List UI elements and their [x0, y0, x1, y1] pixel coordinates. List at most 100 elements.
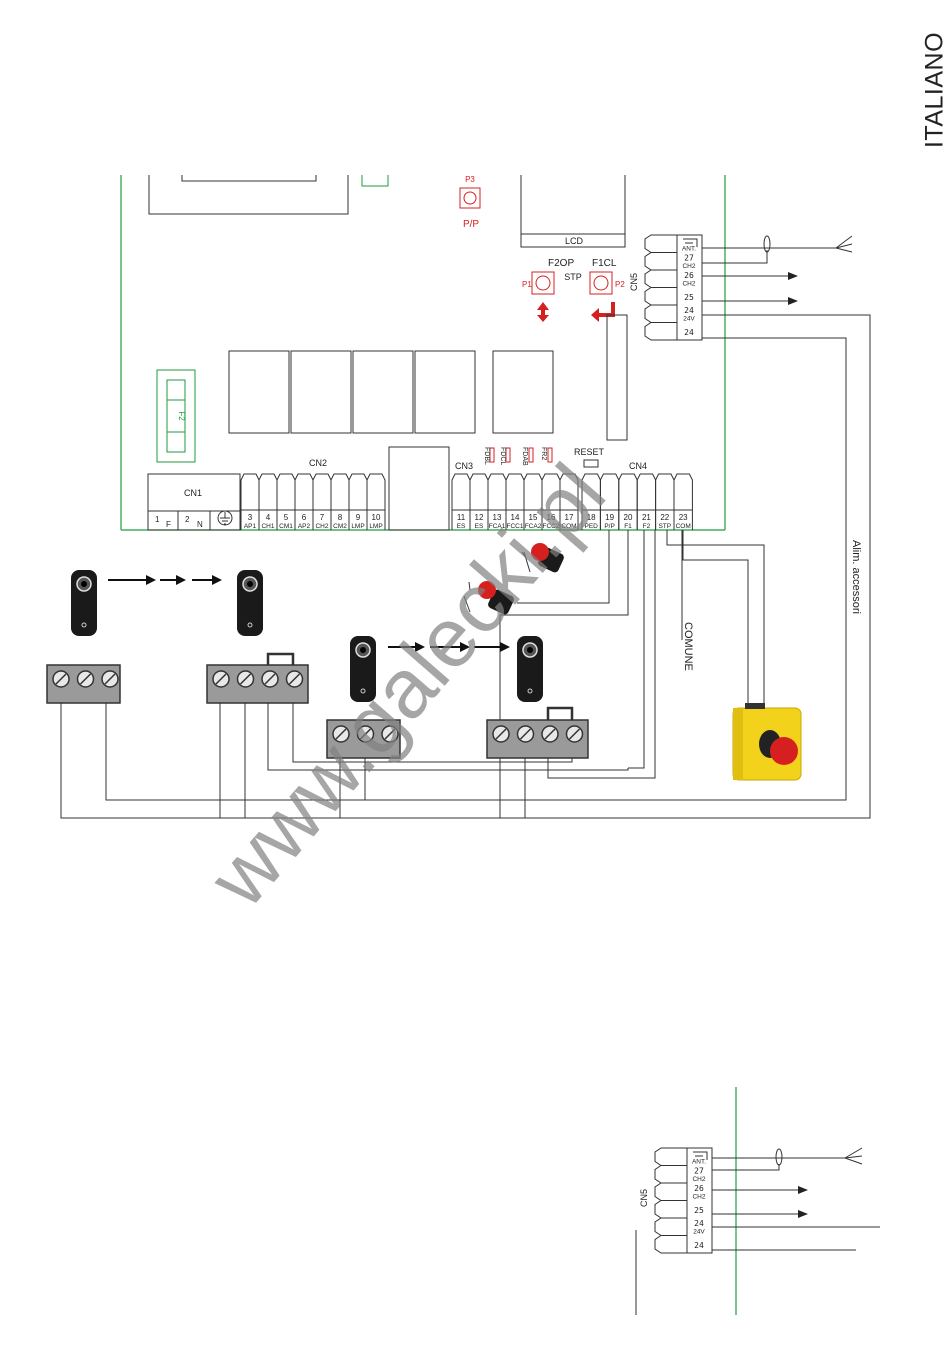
emergency-stop-box[interactable]: [732, 703, 802, 781]
cn4-name: CN4: [629, 461, 647, 471]
p3-button[interactable]: P3 P/P: [459, 175, 481, 230]
cn2-terminal-number: 8: [338, 513, 343, 522]
terminal-block: [486, 719, 589, 759]
photocell-group: [71, 570, 543, 702]
p1-button[interactable]: P1: [522, 271, 555, 322]
cn5-terminal-number: 24: [694, 1219, 704, 1228]
cn5-terminal[interactable]: ANT.: [644, 234, 696, 253]
terminal-block: [206, 664, 309, 704]
cn5-detail-board: [635, 272, 880, 1315]
cn3-terminal-number: 16: [547, 513, 556, 522]
relay-block: [228, 350, 554, 434]
cn5-terminal-number: 24: [694, 1241, 704, 1250]
cn3-terminal-label: ES: [475, 523, 484, 530]
cn5-terminal-number: 27: [684, 253, 694, 262]
cn5-terminal[interactable]: 25: [654, 1200, 704, 1219]
cn5-terminal[interactable]: 25: [644, 287, 694, 306]
cn5-detail-name: CN5: [639, 1189, 649, 1207]
f1cl-label: F1CL: [592, 258, 617, 269]
wiring-lines: [60, 235, 871, 819]
cn2-name: CN2: [309, 458, 327, 468]
cn2-terminal-number: 10: [372, 513, 381, 522]
cn2-terminal-label: AP2: [298, 523, 311, 530]
cn5-terminal[interactable]: 24: [654, 1235, 704, 1254]
cn5-terminal-label: CH2: [692, 1176, 705, 1183]
enter-arrow-icon: [591, 302, 615, 322]
cn2-terminal-number: 4: [266, 513, 271, 522]
cn4-terminal-label: F2: [643, 523, 651, 530]
reset-jumper[interactable]: RESET: [574, 447, 605, 468]
screw-icon: [381, 725, 399, 743]
photocell: [350, 636, 376, 702]
cn5-terminal-number: 26: [694, 1184, 704, 1193]
stp-label: STP: [564, 272, 582, 282]
beam-arrows: [108, 575, 510, 652]
cn4-terminal-label: PED: [585, 523, 599, 530]
fdbl-label: FDBL: [483, 447, 490, 465]
cn2-terminal-number: 7: [320, 513, 325, 522]
cn2-terminal-number: 6: [302, 513, 307, 522]
cn2-terminal-number: 9: [356, 513, 361, 522]
cn2-terminal-label: CM2: [333, 523, 347, 530]
screw-icon: [52, 670, 70, 688]
pushbutton-pedestrian[interactable]: [521, 543, 565, 574]
ground-icon: [217, 510, 233, 526]
cn4-terminal-label: P/P: [604, 523, 614, 530]
cn4-terminal-label: COM: [676, 523, 691, 530]
p2-label: P2: [615, 280, 625, 289]
cn5-terminal-number: 27: [694, 1166, 704, 1175]
cn1-terminal-num: 2: [185, 515, 190, 524]
fuse: F2: [156, 369, 196, 463]
cn3-terminal-label: FCC1: [507, 523, 524, 530]
terminal-block: [46, 664, 121, 704]
cn5-terminal-label: CH2: [682, 281, 695, 288]
screw-icon: [285, 670, 304, 688]
cn5-terminal[interactable]: 24: [644, 322, 694, 341]
cn3-terminal-number: 15: [529, 513, 538, 522]
cn2-terminal-number: 3: [248, 513, 253, 522]
p2-button[interactable]: P2: [589, 271, 625, 322]
terminal-block: [326, 719, 401, 759]
screw-icon: [565, 725, 584, 743]
screw-icon: [541, 725, 559, 743]
cn5-name: CN5: [629, 273, 639, 291]
cn3-terminal-label: FCA2: [525, 523, 542, 530]
cn5-terminal-number: 25: [684, 293, 694, 302]
screw-icon: [332, 725, 350, 743]
p3-function-label: P/P: [463, 219, 479, 230]
pushbutton-step[interactable]: [463, 581, 515, 616]
lcd-label: LCD: [565, 236, 584, 246]
cn5-terminal[interactable]: ANT.: [654, 1147, 706, 1166]
cn3-terminal-number: 13: [493, 513, 502, 522]
expansion-slot: [606, 314, 628, 441]
screw-icon: [492, 725, 510, 743]
cn5-terminal-label: 24V: [683, 316, 695, 323]
screw-icon: [356, 725, 375, 743]
cn3-terminal-number: 14: [511, 513, 520, 522]
cn1-terminal-num: 1: [155, 515, 160, 524]
cn2-terminal-label: LMP: [369, 523, 382, 530]
